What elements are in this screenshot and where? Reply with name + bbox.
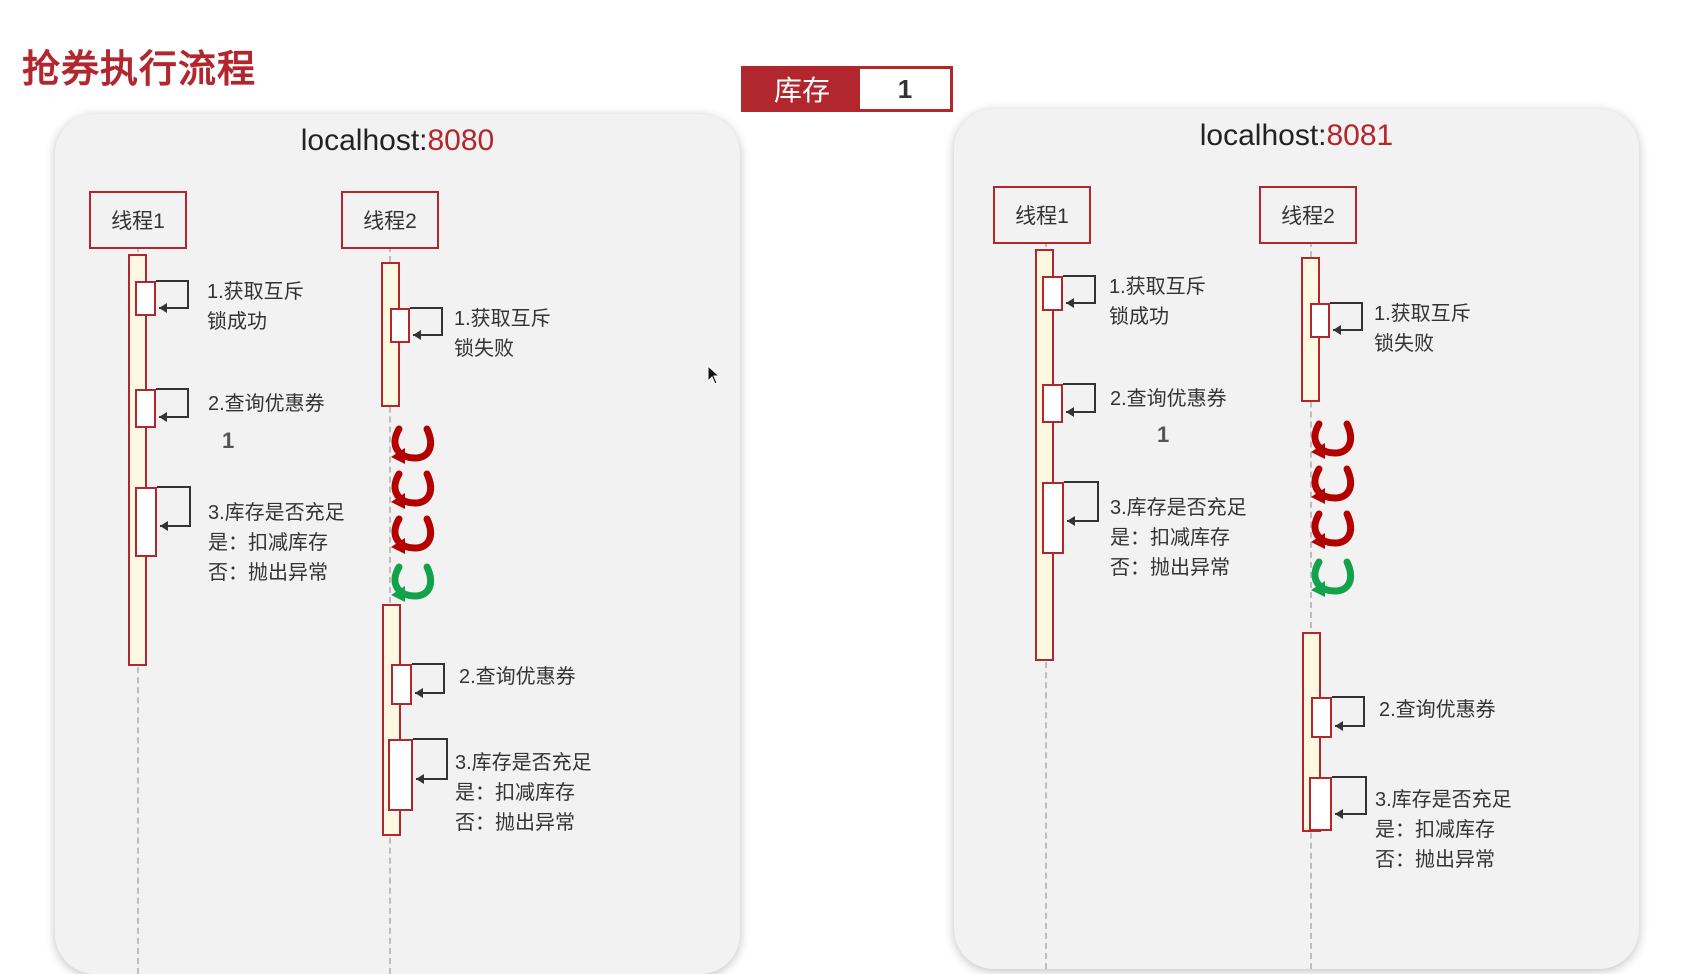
thread1-step2-note: 2.查询优惠券 <box>208 393 325 415</box>
thread2-step3-arrow <box>1332 776 1367 819</box>
thread1-step2-box <box>135 389 156 428</box>
thread2-step3-box <box>388 739 413 811</box>
thread1-step2-arrow <box>1063 383 1096 417</box>
thread2-lifeline <box>1310 241 1312 969</box>
thread2-step2-arrow <box>1332 696 1365 731</box>
note-line: 是：扣减库存 <box>455 782 575 804</box>
stock-value: 1 <box>897 73 913 104</box>
thread1-step1-box <box>1042 276 1063 311</box>
note-line: 锁失败 <box>1374 333 1434 355</box>
thread1-header: 线程1 <box>89 191 187 249</box>
note-line: 否：抛出异常 <box>208 562 328 584</box>
thread1-step3-box <box>1042 482 1064 554</box>
page-title: 抢券执行流程 <box>22 49 257 91</box>
thread2-step3-box <box>1309 777 1332 831</box>
note-line: 否：抛出异常 <box>1110 557 1230 579</box>
stock-indicator: 库存 1 <box>741 66 953 112</box>
server-panel-8081: localhost:8081 线程1 1.获取互斥锁成功 2.查询优惠券 1 3… <box>954 109 1639 969</box>
retry-red-icon <box>391 515 434 554</box>
server-panel-8080: localhost:8080 线程1 1.获取互斥锁成功 2.查询优惠券 1 3… <box>55 114 740 974</box>
note-line: 1.获取互斥 <box>1109 276 1206 298</box>
thread1-header: 线程1 <box>993 186 1091 244</box>
server-host: localhost:8080 <box>55 124 740 158</box>
note-line: 1.获取互斥 <box>1374 303 1471 325</box>
host-name: localhost: <box>1199 119 1327 152</box>
thread1-step3-note: 3.库存是否充足是：扣减库存否：抛出异常 <box>1110 493 1247 583</box>
note-line: 1.获取互斥 <box>207 281 304 303</box>
retry-red-icon <box>1311 465 1354 504</box>
note-line: 是：扣减库存 <box>1375 819 1495 841</box>
thread1-step1-arrow <box>1063 275 1096 308</box>
thread1-activation <box>1035 249 1054 661</box>
thread1-step1-note: 1.获取互斥锁成功 <box>207 277 304 337</box>
thread2-step3-note: 3.库存是否充足是：扣减库存否：抛出异常 <box>1375 785 1512 875</box>
thread1-step1-box <box>135 281 156 316</box>
thread2-step1-box <box>390 308 410 343</box>
note-line: 3.库存是否充足 <box>208 502 345 524</box>
note-line: 否：抛出异常 <box>1375 849 1495 871</box>
thread1-step2-arrow <box>156 388 189 422</box>
note-line: 3.库存是否充足 <box>1375 789 1512 811</box>
thread2-step1-arrow <box>410 307 443 340</box>
stock-label: 库存 <box>744 69 860 109</box>
server-host: localhost:8081 <box>954 119 1639 153</box>
note-line: 是：扣减库存 <box>208 532 328 554</box>
thread2-header: 线程2 <box>341 191 439 249</box>
host-port: 8080 <box>427 124 495 157</box>
thread2-step2-note: 2.查询优惠券 <box>1379 699 1496 721</box>
thread2-step2-box <box>1311 697 1332 738</box>
retry-red-icon <box>391 425 434 464</box>
thread2-header: 线程2 <box>1259 186 1357 244</box>
thread1-step1-note: 1.获取互斥锁成功 <box>1109 272 1206 332</box>
retry-green-icon <box>1311 558 1354 597</box>
note-line: 是：扣减库存 <box>1110 527 1230 549</box>
retry-green-icon <box>391 563 434 602</box>
thread1-activation <box>128 254 147 666</box>
note-line: 否：抛出异常 <box>455 812 575 834</box>
note-line: 锁成功 <box>1109 306 1169 328</box>
thread2-step1-note: 1.获取互斥锁失败 <box>1374 299 1471 359</box>
thread2-step3-note: 3.库存是否充足是：扣减库存否：抛出异常 <box>455 748 592 838</box>
thread2-step1-box <box>1310 303 1330 338</box>
thread1-step2-box <box>1042 384 1063 423</box>
retry-red-icon <box>391 470 434 509</box>
thread1-step1-arrow <box>156 280 189 313</box>
host-name: localhost: <box>300 124 428 157</box>
thread2-step2-note: 2.查询优惠券 <box>459 666 576 688</box>
thread1-step2-value: 1 <box>222 428 235 453</box>
mouse-cursor-icon <box>707 365 721 385</box>
thread1-step3-arrow <box>157 486 191 531</box>
thread2-step2-arrow <box>412 663 445 698</box>
thread2-step1-arrow <box>1330 302 1363 335</box>
note-line: 3.库存是否充足 <box>1110 497 1247 519</box>
note-line: 3.库存是否充足 <box>455 752 592 774</box>
thread1-step3-arrow <box>1064 481 1099 526</box>
retry-red-icon <box>1311 510 1354 549</box>
thread2-step3-arrow <box>413 738 448 784</box>
host-port: 8081 <box>1326 119 1394 152</box>
retry-red-icon <box>1311 420 1354 459</box>
note-line: 锁成功 <box>207 311 267 333</box>
note-line: 1.获取互斥 <box>454 308 551 330</box>
thread1-step3-box <box>135 487 157 557</box>
note-line: 锁失败 <box>454 338 514 360</box>
thread2-step2-box <box>391 664 412 705</box>
thread1-step2-note: 2.查询优惠券 <box>1110 388 1227 410</box>
thread1-step2-value: 1 <box>1157 422 1170 447</box>
thread2-step1-note: 1.获取互斥锁失败 <box>454 304 551 364</box>
thread1-step3-note: 3.库存是否充足是：扣减库存否：抛出异常 <box>208 498 345 588</box>
